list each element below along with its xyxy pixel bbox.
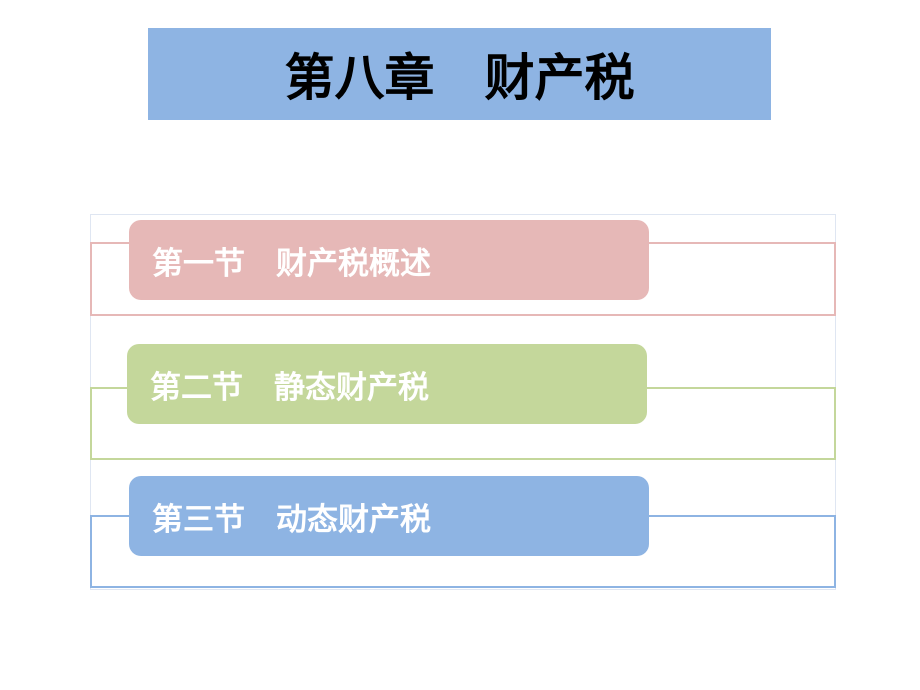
connector-line [646,387,836,389]
section-2-bracket [90,388,836,460]
section-3-bracket [90,516,836,588]
connector-line [90,387,128,389]
section-2-box[interactable]: 第二节 静态财产税 [127,344,647,424]
connector-line [90,242,130,244]
section-1-bracket [90,243,836,316]
section-1-box[interactable]: 第一节 财产税概述 [129,220,649,300]
connector-line [648,242,836,244]
connector-line [90,515,130,517]
connector-line [648,515,836,517]
section-3-box[interactable]: 第三节 动态财产税 [129,476,649,556]
slide-title: 第八章 财产税 [148,28,771,120]
